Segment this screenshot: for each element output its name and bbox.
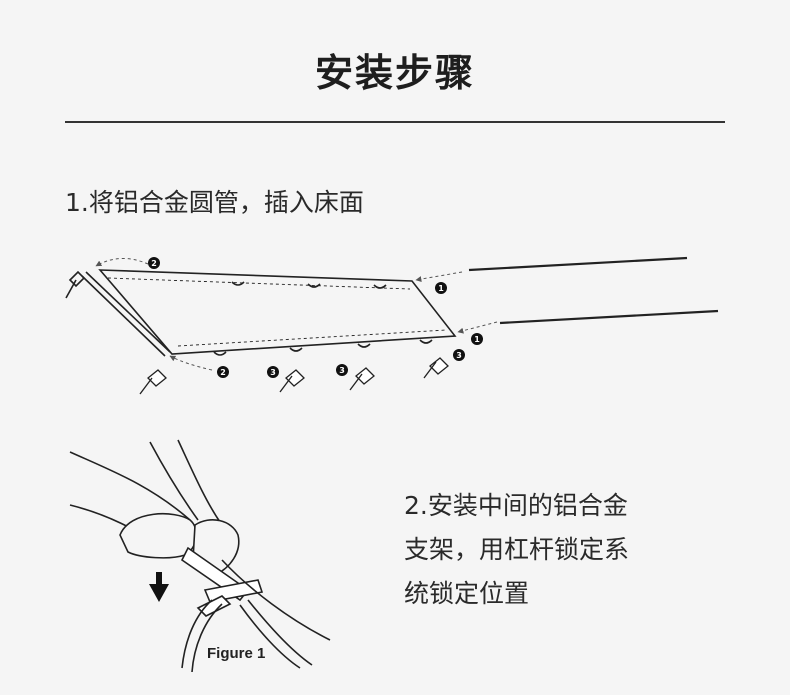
down-arrow-icon [149,572,169,602]
marker-3b: 3 [339,366,345,375]
step-2-line-1: 2.安装中间的铝合金 [404,491,628,520]
lever-illustration [69,439,331,673]
leg-clips [139,357,449,395]
step-1-text: 1.将铝合金圆管，插入床面 [65,188,364,217]
marker-1a: 1 [438,284,444,293]
marker-3a: 3 [270,368,276,377]
marker-1b: 1 [474,335,480,344]
marker-2b: 2 [220,368,226,377]
marker-3c: 3 [456,351,462,360]
step-2-line-3: 统锁定位置 [404,579,530,608]
figure-label: Figure 1 [207,645,266,662]
marker-2a: 2 [151,259,157,268]
step-2-line-2: 支架，用杠杆锁定系 [404,535,630,564]
page-title: 安装步骤 [314,50,475,95]
left-rod [65,270,171,357]
step-2-text: 2.安装中间的铝合金 支架，用杠杆锁定系 统锁定位置 [404,484,704,616]
cot-fabric [98,269,457,356]
aluminum-poles [468,256,719,325]
title-divider [65,121,725,123]
